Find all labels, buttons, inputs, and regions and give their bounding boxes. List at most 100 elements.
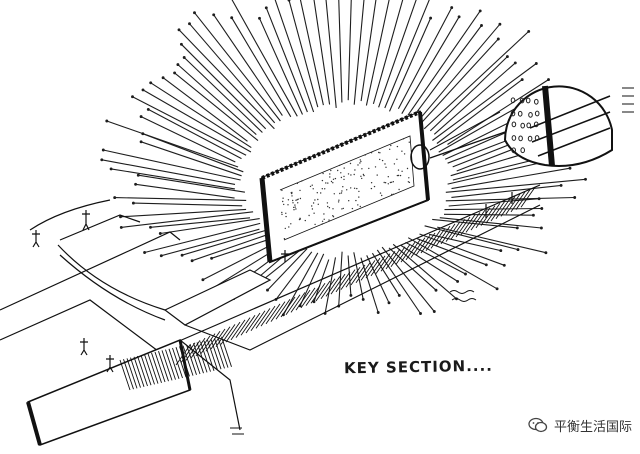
hatch-line [123, 359, 134, 390]
detail-dot [510, 110, 516, 117]
interior-dot [359, 205, 361, 208]
interior-dot [321, 179, 324, 182]
interior-dot [360, 175, 362, 177]
hatch-line [455, 216, 471, 238]
rod-tip [547, 78, 550, 82]
interior-dot [339, 192, 341, 195]
rod-line [138, 174, 245, 193]
interior-dot [322, 172, 324, 175]
hatch-line [425, 230, 441, 251]
rod-line [365, 0, 390, 106]
interior-dot [348, 200, 350, 202]
detail-dot [534, 110, 540, 117]
rod-tip [376, 311, 380, 314]
rod-line [132, 96, 247, 156]
rod-tip [210, 256, 214, 260]
rod-tip [159, 254, 163, 258]
hatch-line [410, 237, 426, 258]
hatch-line [400, 241, 416, 263]
watermark-text: 平衡生活国际 [554, 419, 633, 435]
rod-line [101, 159, 236, 185]
rod-line [191, 232, 272, 262]
landscape-ground [0, 184, 541, 446]
hatch-line [165, 349, 176, 380]
interior-dot [297, 198, 299, 200]
interior-dot [284, 227, 286, 230]
rod-line [258, 18, 304, 115]
interior-dot [357, 164, 359, 166]
interior-dot [392, 181, 394, 183]
rod-line [267, 248, 308, 291]
rod-line [181, 43, 267, 130]
hatch-line [355, 262, 371, 283]
rod-line [150, 217, 251, 228]
interior-dot [328, 207, 331, 209]
hatch-line [193, 343, 204, 374]
rod-tip [456, 279, 460, 283]
rod-tip [498, 22, 502, 26]
rod-line [231, 0, 298, 117]
rod-tip [513, 61, 517, 65]
rod-line [366, 255, 390, 304]
rod-line [177, 64, 257, 136]
rod-tip [450, 6, 454, 10]
hatch-line [205, 331, 221, 352]
rod-tip [397, 293, 401, 297]
rod-line [265, 7, 308, 113]
rod-tip [134, 182, 138, 186]
interior-dot [287, 204, 289, 206]
rod-tip [193, 11, 196, 15]
rod-tip [434, 288, 438, 292]
hatch-line [207, 339, 218, 371]
interior-dot [321, 223, 323, 225]
hatch-line [305, 285, 321, 306]
rod-tip [113, 196, 117, 200]
interior-dot [330, 180, 333, 183]
rod-tip [457, 15, 461, 19]
interior-dot [350, 187, 352, 189]
interior-dot [406, 167, 409, 170]
hatch-line [245, 312, 261, 334]
rod-tip [258, 16, 261, 20]
interior-dot [390, 144, 392, 147]
hatch-line [217, 337, 229, 368]
rod-tip [361, 297, 365, 301]
rod-line [371, 252, 400, 296]
interior-dot [330, 169, 332, 172]
hatch-line [265, 303, 281, 325]
rod-line [140, 116, 236, 163]
interior-dot [368, 167, 370, 170]
interior-dot [381, 194, 383, 197]
detail-dot [527, 135, 533, 142]
hatch-line [182, 345, 194, 376]
hatch-line [180, 342, 196, 363]
rod-line [417, 238, 487, 266]
interior-dot [341, 190, 343, 192]
interior-dot [291, 195, 293, 197]
rod-line [162, 77, 248, 142]
interior-dot [337, 201, 340, 203]
rod-tip [146, 107, 150, 111]
interior-dot [299, 197, 302, 200]
hatch-line [405, 239, 421, 261]
interior-dot [357, 204, 359, 206]
detail-callout [410, 85, 613, 170]
hatch-line [230, 319, 246, 341]
interior-dot [309, 185, 312, 188]
rod-line [372, 0, 404, 105]
rod-tip [527, 29, 531, 33]
detail-dot [517, 110, 523, 117]
interior-dot [290, 223, 292, 225]
interior-dot [343, 167, 345, 169]
rod-line [140, 141, 242, 177]
rod-line [415, 38, 499, 129]
rod-line [353, 252, 364, 300]
interior-dot [391, 193, 393, 196]
rod-line [282, 252, 319, 316]
rod-tip [143, 251, 147, 254]
hatch-line [290, 292, 306, 313]
rod-line [111, 168, 235, 190]
interior-dot [293, 209, 295, 211]
interior-dot [387, 183, 389, 185]
interior-dot [283, 238, 286, 240]
